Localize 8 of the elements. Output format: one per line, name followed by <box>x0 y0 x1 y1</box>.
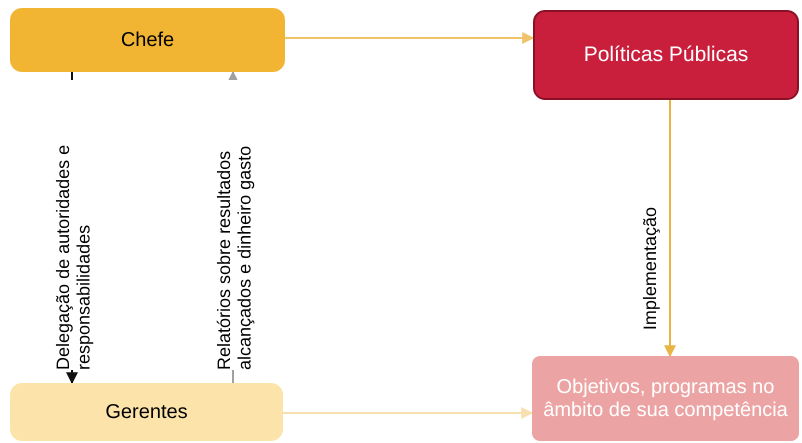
process-box: Objetivos, programas no âmbito de sua competência <box>532 356 799 441</box>
arrow <box>664 100 676 358</box>
process-box: Gerentes <box>10 383 283 441</box>
edge-label: Implementação <box>640 206 660 330</box>
arrow <box>283 407 534 419</box>
process-box: Chefe <box>10 8 285 72</box>
process-box: Políticas Públicas <box>533 10 799 100</box>
arrow <box>285 32 534 44</box>
